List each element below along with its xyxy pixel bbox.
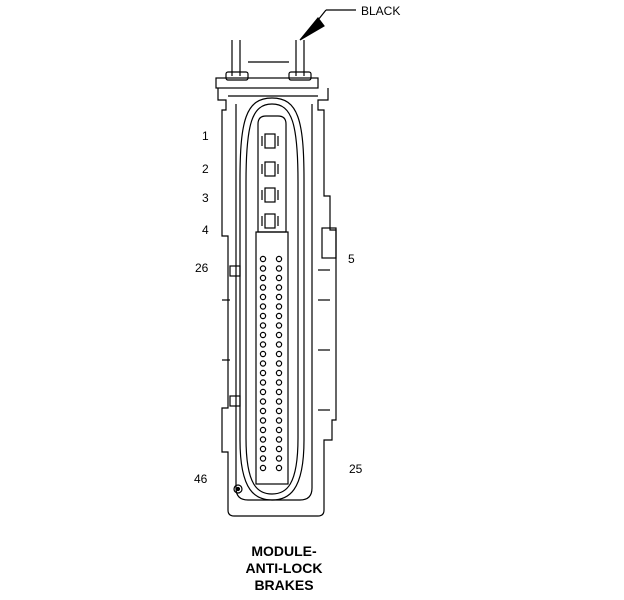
signal-pin-cavity bbox=[259, 464, 267, 472]
signal-pin-cavity bbox=[259, 322, 267, 329]
signal-pin-cavity bbox=[275, 407, 283, 415]
callout-leader bbox=[299, 9, 356, 41]
mounting-screw bbox=[233, 484, 243, 494]
pin-label-46: 46 bbox=[194, 472, 208, 486]
signal-pin-cavity bbox=[259, 445, 267, 453]
callout-arrowhead bbox=[299, 17, 325, 41]
title-line-2: ANTI-LOCK bbox=[245, 560, 323, 576]
pin-label-25: 25 bbox=[349, 462, 363, 476]
seal-ring bbox=[239, 97, 305, 501]
signal-pin-cavity bbox=[259, 388, 267, 396]
pin-label-5: 5 bbox=[348, 252, 355, 266]
signal-pin-cavity bbox=[259, 303, 267, 310]
title-line-3: BRAKES bbox=[254, 577, 314, 593]
title-line-1: MODULE- bbox=[251, 543, 317, 559]
signal-pin-cavity bbox=[259, 284, 267, 291]
pin-label-3: 3 bbox=[202, 191, 209, 205]
terminal-block bbox=[255, 115, 289, 485]
signal-pin-cavity bbox=[275, 445, 283, 453]
power-pins bbox=[261, 133, 279, 229]
power-pin-1 bbox=[261, 133, 279, 149]
signal-pin-cavity bbox=[275, 322, 283, 329]
signal-pin-cavity bbox=[275, 312, 283, 320]
signal-pin-cavity bbox=[275, 265, 283, 272]
signal-pin-cavity bbox=[259, 417, 267, 424]
signal-pin-cavity bbox=[275, 293, 283, 301]
signal-pin-cavity bbox=[259, 455, 267, 462]
signal-pin-cavity bbox=[259, 398, 267, 405]
signal-pin-cavity bbox=[275, 436, 283, 443]
wire-stubs bbox=[225, 40, 312, 81]
signal-pin-cavity bbox=[259, 436, 267, 443]
signal-pin-cavity bbox=[275, 388, 283, 396]
signal-pin-cavity bbox=[259, 407, 267, 415]
signal-pin-cavity bbox=[259, 369, 267, 377]
signal-pin-cavity bbox=[275, 417, 283, 424]
diagram-title: MODULE- ANTI-LOCK BRAKES bbox=[212, 543, 356, 594]
callout-label-black: BLACK bbox=[361, 4, 401, 18]
signal-pin-cavity bbox=[259, 341, 267, 348]
signal-pin-cavity bbox=[259, 350, 267, 358]
signal-pin-cavity bbox=[275, 379, 283, 386]
pin-label-2: 2 bbox=[202, 162, 209, 176]
signal-pin-cavity bbox=[275, 274, 283, 282]
signal-pin-cavity bbox=[275, 464, 283, 472]
signal-pin-cavity bbox=[275, 455, 283, 462]
signal-pin-cavity bbox=[259, 274, 267, 282]
signal-pin-cavity bbox=[275, 255, 283, 263]
signal-pin-cavity bbox=[259, 293, 267, 301]
signal-pin-cavity bbox=[275, 426, 283, 434]
signal-pin-cavity bbox=[275, 303, 283, 310]
power-pin-3 bbox=[261, 187, 279, 203]
signal-pin-cavity bbox=[275, 369, 283, 377]
signal-pin-cavity bbox=[275, 350, 283, 358]
pin-label-4: 4 bbox=[202, 223, 209, 237]
power-pin-4 bbox=[261, 213, 279, 229]
signal-pin-cavity bbox=[275, 284, 283, 291]
signal-pin-cavity bbox=[259, 426, 267, 434]
signal-pin-cavity bbox=[259, 379, 267, 386]
signal-pin-cavity bbox=[275, 331, 283, 339]
pin-label-1: 1 bbox=[202, 129, 209, 143]
signal-pin-cavity bbox=[275, 341, 283, 348]
signal-pins bbox=[259, 255, 283, 472]
signal-pin-cavity bbox=[275, 360, 283, 367]
power-pin-2 bbox=[261, 161, 279, 177]
signal-pin-cavity bbox=[259, 255, 267, 263]
signal-pin-cavity bbox=[259, 312, 267, 320]
signal-pin-cavity bbox=[259, 360, 267, 367]
signal-pin-cavity bbox=[275, 398, 283, 405]
signal-pin-cavity bbox=[259, 265, 267, 272]
signal-pin-cavity bbox=[259, 331, 267, 339]
pin-label-26: 26 bbox=[195, 261, 209, 275]
